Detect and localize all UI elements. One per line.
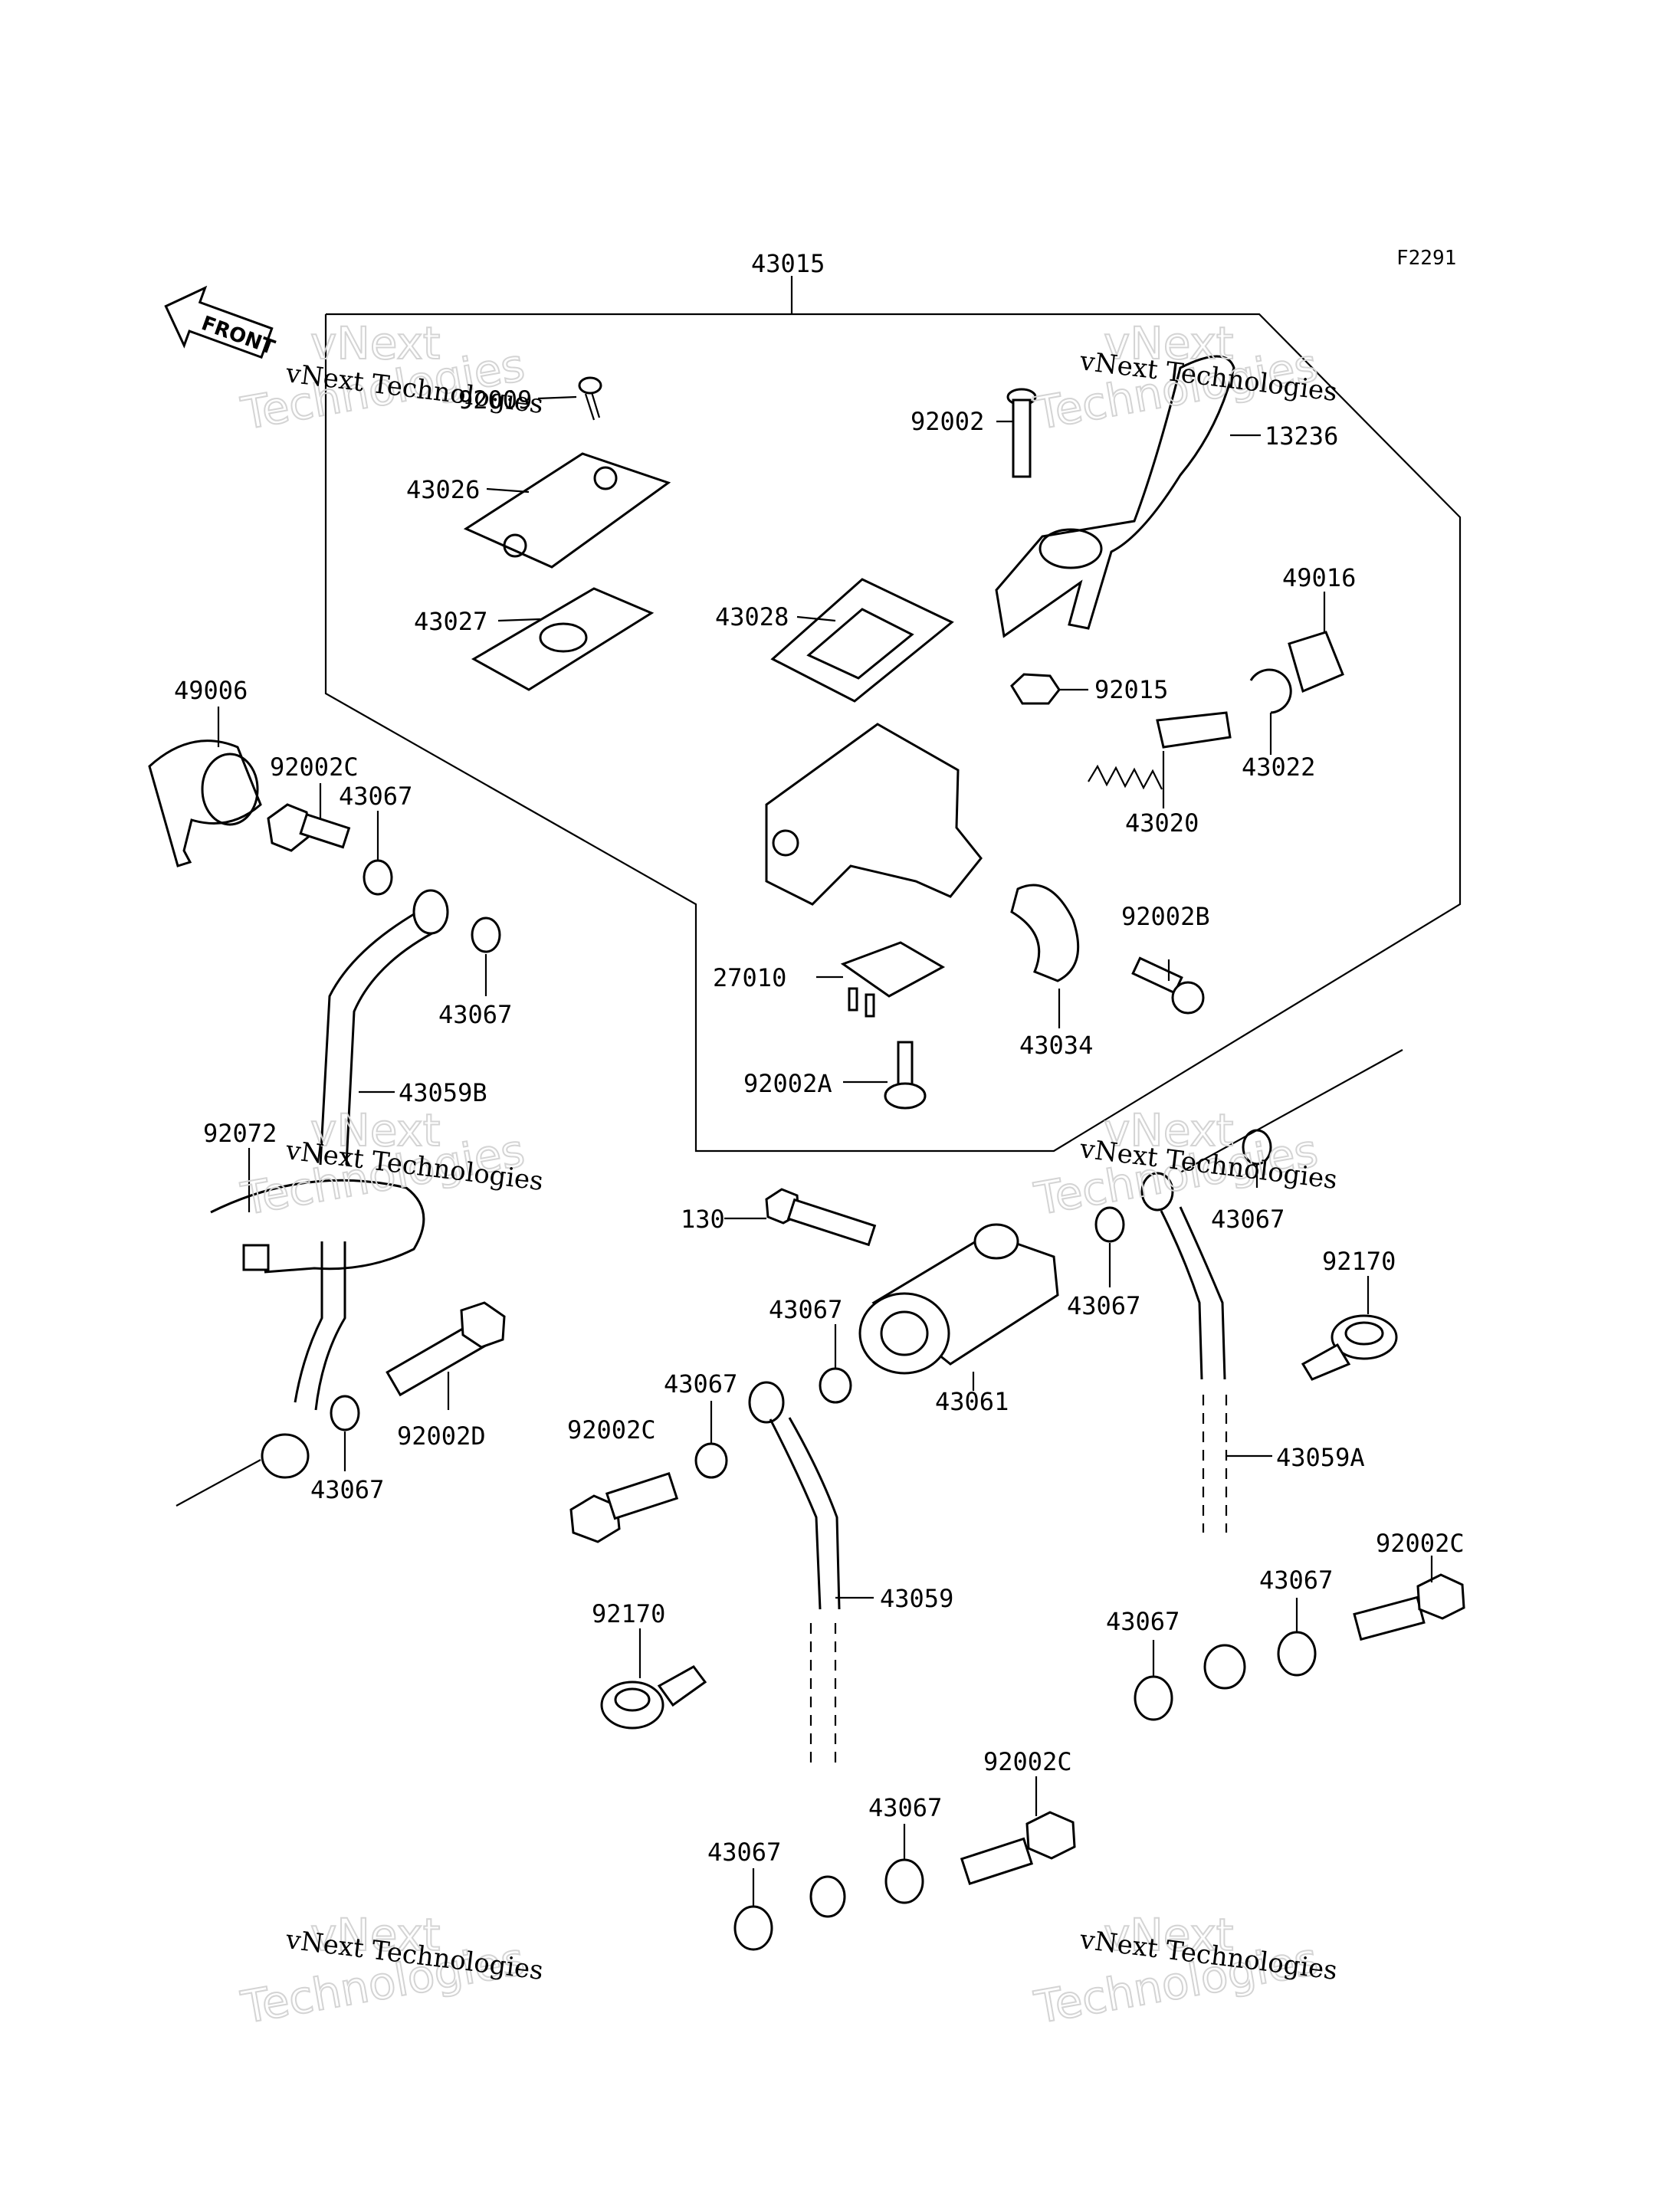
washer-icon [733, 1905, 773, 1951]
bolt-icon [1006, 388, 1037, 478]
brake-hose-icon [748, 1381, 846, 1918]
part-label: 43067 [1211, 1205, 1285, 1234]
part-label: 43020 [1125, 808, 1199, 838]
circlip-icon [1249, 668, 1292, 714]
plate-icon [471, 587, 655, 691]
part-label: 43067 [868, 1793, 942, 1822]
hose-clamp-icon [210, 1179, 425, 1274]
part-label: 43059A [1276, 1443, 1365, 1472]
washer-icon [1277, 1631, 1317, 1677]
clamp-icon [1010, 884, 1080, 982]
part-label: 27010 [713, 963, 786, 992]
part-label: 92002C [983, 1747, 1072, 1776]
part-label: 13236 [1265, 421, 1338, 451]
part-label: 43026 [406, 475, 480, 504]
part-label: 43059B [399, 1078, 487, 1107]
part-label: 43022 [1242, 753, 1315, 782]
nut-icon [1010, 673, 1061, 705]
part-label: 92002C [567, 1415, 656, 1444]
watermark: vNext Technologies vNext Technologies [1030, 1908, 1339, 2035]
part-label: 92002B [1121, 902, 1210, 931]
watermark: vNext Technologies vNext Technologies [237, 316, 545, 441]
bolt-icon [960, 1811, 1076, 1886]
part-label: 43061 [935, 1387, 1009, 1416]
svg-text:vNext: vNext [310, 1909, 440, 1961]
washer-icon [330, 1395, 360, 1431]
brake-switch-icon [840, 941, 946, 1018]
washer-icon [1094, 1206, 1125, 1243]
washer-icon [1134, 1675, 1173, 1721]
boot-icon [1288, 631, 1344, 694]
piston-icon [1088, 711, 1232, 790]
part-label: 92002D [397, 1421, 486, 1451]
washer-icon [819, 1367, 852, 1404]
part-label: 92002C [1376, 1529, 1465, 1558]
svg-text:vNext: vNext [310, 317, 440, 369]
part-label: 92002A [743, 1069, 832, 1098]
part-label: 43015 [751, 249, 825, 278]
part-label: 43067 [1259, 1566, 1333, 1595]
washer-icon [471, 917, 501, 953]
part-label: 43059 [880, 1584, 953, 1613]
part-label: 43027 [414, 607, 487, 636]
banjo-fitting-icon [600, 1665, 707, 1730]
watermark: vNext Technologies vNext Technologies [237, 1908, 545, 2035]
washer-icon [363, 859, 393, 896]
watermark: vNext Technologies vNext Technologies [1030, 1103, 1339, 1226]
part-label: 49006 [174, 676, 248, 705]
part-label: 43067 [438, 1000, 512, 1029]
part-label: 92002 [911, 407, 984, 436]
svg-text:vNext: vNext [1104, 1909, 1233, 1961]
bolt-icon [1131, 956, 1205, 1015]
part-label: 43034 [1019, 1031, 1093, 1060]
master-cylinder-icon [765, 723, 983, 906]
part-label: 43067 [707, 1838, 781, 1867]
part-label: 43028 [715, 602, 789, 631]
diaphragm-icon [770, 578, 954, 703]
brake-hose-icon [1140, 1049, 1403, 1690]
part-label: 92015 [1094, 675, 1168, 704]
part-label: 43067 [664, 1369, 737, 1399]
washer-icon [694, 1442, 728, 1479]
part-label: 43067 [1106, 1607, 1180, 1636]
banjo-fitting-icon [1301, 1314, 1398, 1381]
bolt-icon [765, 1188, 877, 1247]
part-label: 92170 [1322, 1247, 1396, 1276]
part-label: 43067 [1067, 1291, 1140, 1320]
part-label: 130 [681, 1205, 725, 1234]
part-label: 92170 [592, 1599, 665, 1628]
part-label: 43067 [339, 782, 412, 811]
bolt-icon [884, 1041, 927, 1110]
part-label: 92072 [203, 1119, 277, 1148]
caliper-cylinder-icon [858, 1223, 1059, 1375]
svg-text:vNext: vNext [1104, 317, 1233, 369]
svg-text:vNext: vNext [1104, 1104, 1233, 1156]
front-arrow-icon: FRONT [164, 285, 278, 359]
part-label: 92002C [270, 753, 359, 782]
svg-text:vNext: vNext [310, 1104, 440, 1156]
reservoir-cover-icon [463, 452, 671, 569]
bolt-icon [267, 803, 351, 852]
watermark: vNext Technologies vNext Technologies [237, 1103, 545, 1226]
bolt-icon [569, 1471, 679, 1543]
part-label: 43067 [310, 1475, 384, 1504]
part-label: 43067 [769, 1295, 842, 1324]
banjo-bolt-icon [386, 1301, 506, 1397]
part-label: 92009 [458, 385, 532, 415]
part-label: 49016 [1282, 563, 1356, 592]
washer-icon [884, 1858, 924, 1904]
bolt-icon [1353, 1573, 1465, 1641]
screw-icon [578, 376, 602, 421]
figure-code: F2291 [1396, 247, 1456, 270]
brake-hose-icon [319, 910, 418, 1166]
assembly-outline [324, 313, 1462, 1153]
